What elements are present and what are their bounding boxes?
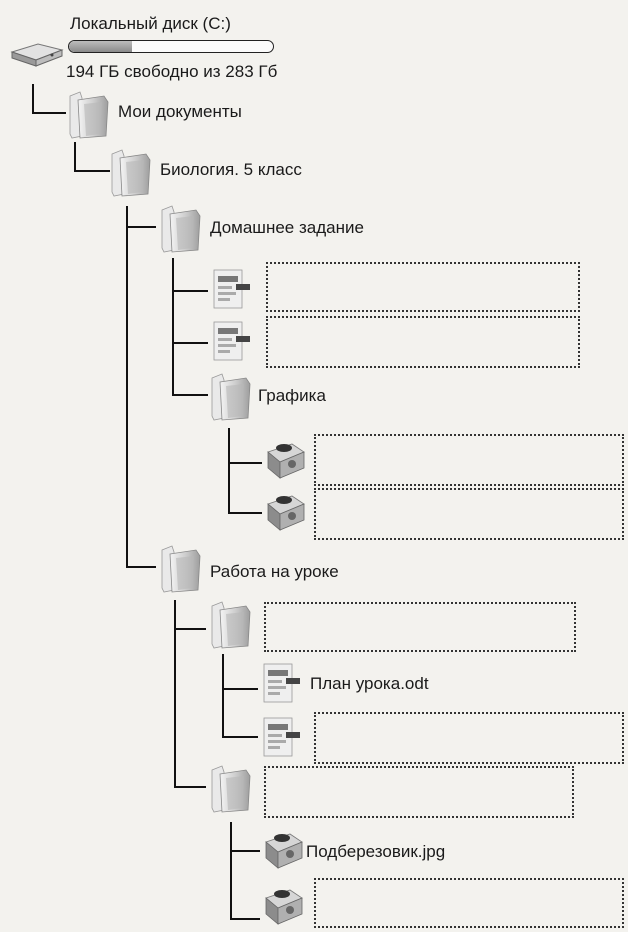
- folder-icon: [211, 765, 251, 813]
- image-file-icon: [267, 495, 305, 531]
- line-hw-doc-2: [172, 342, 208, 344]
- line-graphics-children: [228, 428, 230, 514]
- line-biology-children: [126, 206, 128, 568]
- blank-homework-doc-1[interactable]: [266, 262, 580, 312]
- line-graphics: [172, 394, 208, 396]
- folder-icon: [69, 91, 109, 139]
- line-gr-img-2: [228, 512, 262, 514]
- line-lesson-folder-1-children: [222, 654, 224, 738]
- folder-icon: [161, 205, 201, 253]
- line-mushroom: [230, 850, 260, 852]
- drive-title: Локальный диск (C:): [70, 14, 231, 33]
- blank-lesson-doc-2[interactable]: [314, 712, 624, 764]
- line-lesson-children: [174, 600, 176, 788]
- image-file-icon: [267, 443, 305, 479]
- line-lesson-work: [126, 566, 156, 568]
- connector-biology: [74, 142, 110, 172]
- folder-icon: [211, 601, 251, 649]
- document-icon: [213, 269, 251, 309]
- folder-label-lesson-work: Работа на уроке: [210, 562, 339, 581]
- folder-label-graphics: Графика: [258, 386, 326, 405]
- line-lesson-folder-2: [174, 786, 206, 788]
- disk-usage-bar: [68, 40, 274, 53]
- document-icon: [263, 663, 301, 703]
- connector-my-documents: [32, 84, 66, 114]
- line-lesson-folder-2-children: [230, 822, 232, 920]
- file-label-lesson-plan: План урока.odt: [310, 674, 429, 693]
- folder-label-biology: Биология. 5 класс: [160, 160, 302, 179]
- line-homework: [126, 226, 156, 228]
- image-file-icon: [265, 889, 303, 925]
- blank-lesson-img-2[interactable]: [314, 878, 624, 928]
- line-hw-doc-1: [172, 290, 208, 292]
- blank-homework-doc-2[interactable]: [266, 316, 580, 368]
- line-gr-img-1: [228, 462, 262, 464]
- line-lesson-plan: [222, 688, 258, 690]
- folder-label-homework: Домашнее задание: [210, 218, 364, 237]
- folder-icon: [161, 545, 201, 593]
- image-file-icon: [265, 833, 303, 869]
- folder-icon: [211, 373, 251, 421]
- line-homework-children: [172, 258, 174, 396]
- line-lesson-folder-1: [174, 628, 206, 630]
- disk-usage-fill: [69, 41, 133, 52]
- drive-free-space: 194 ГБ свободно из 283 Гб: [66, 62, 278, 81]
- line-lesson-doc-2: [222, 736, 258, 738]
- blank-graphics-img-1[interactable]: [314, 434, 624, 486]
- blank-graphics-img-2[interactable]: [314, 488, 624, 540]
- folder-label-my-documents: Мои документы: [118, 102, 242, 121]
- blank-lesson-folder-2[interactable]: [264, 766, 574, 818]
- hard-drive-icon: [10, 43, 64, 67]
- blank-lesson-folder-1[interactable]: [264, 602, 576, 652]
- document-icon: [263, 717, 301, 757]
- file-label-mushroom: Подберезовик.jpg: [306, 842, 446, 861]
- document-icon: [213, 321, 251, 361]
- line-lesson-img-2: [230, 918, 260, 920]
- folder-icon: [111, 149, 151, 197]
